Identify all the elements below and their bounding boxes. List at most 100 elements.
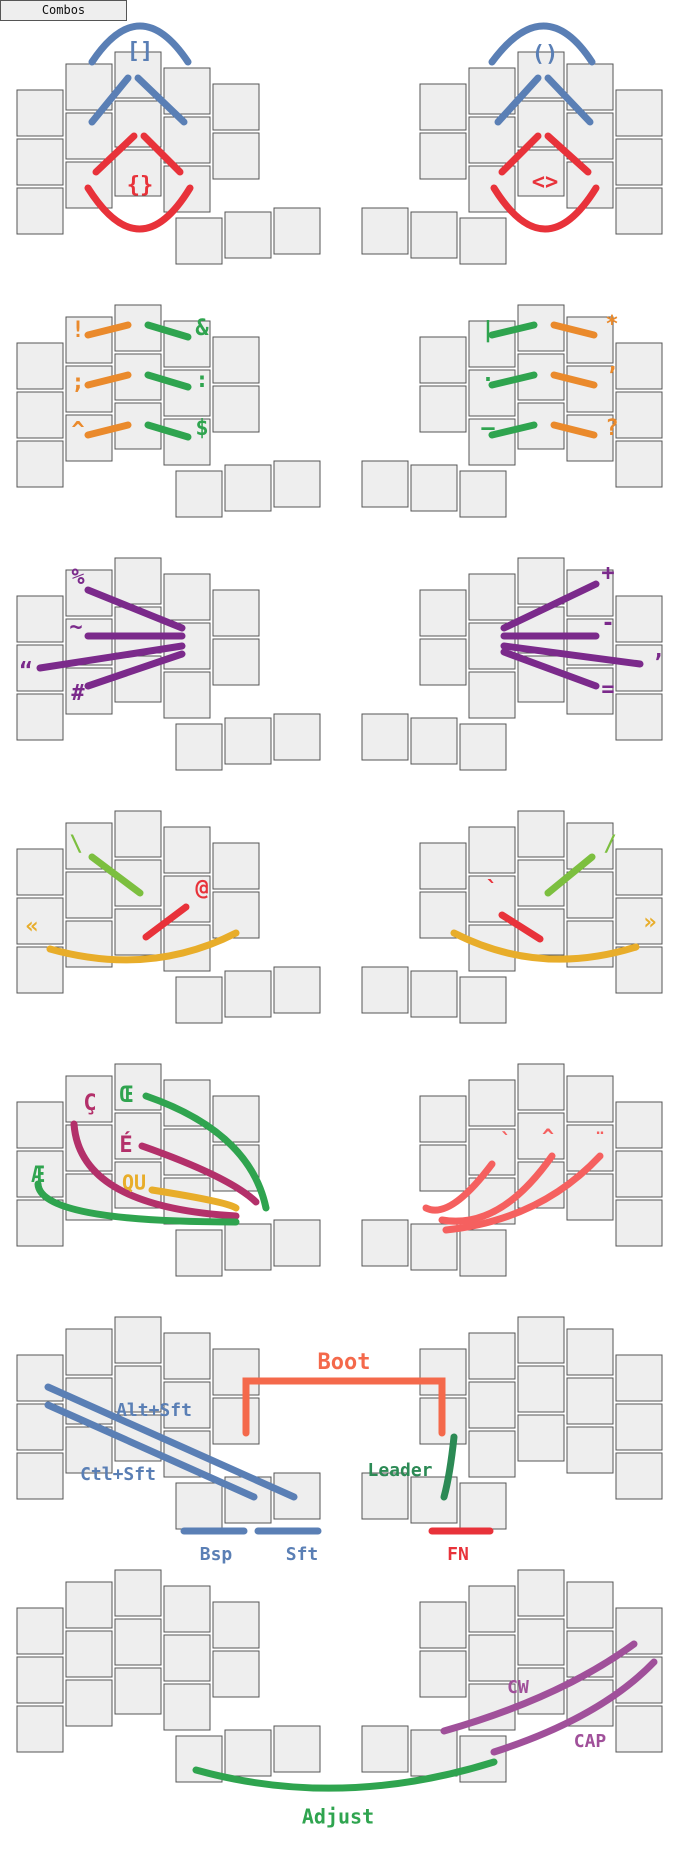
- arc-slash: [544, 853, 596, 897]
- key-right-p1-c3-r0: [566, 316, 614, 364]
- label-cedilla: Ç: [83, 1091, 96, 1116]
- key-right-p2-c4-r0: [615, 595, 663, 643]
- key-right-p2-c1-r2: [468, 671, 516, 719]
- key-right-p2-c0-r1: [419, 638, 467, 686]
- arc-parens-top-right: [488, 22, 596, 66]
- label-plus: +: [601, 561, 614, 586]
- label-oe: Œ: [119, 1083, 133, 1108]
- key-left-p0-c3-r1: [163, 116, 211, 164]
- arc-amp: [144, 321, 192, 341]
- thumb-key-right-p0-1: [410, 211, 458, 259]
- key-right-p6-c0-r1: [419, 1650, 467, 1698]
- thumb-key-right-p3-1: [410, 970, 458, 1018]
- key-left-p6-c0-r1: [16, 1656, 64, 1704]
- arc-rsquo: [500, 642, 644, 668]
- key-right-p1-c0-r0: [419, 336, 467, 384]
- key-left-p6-c2-r0: [114, 1569, 162, 1617]
- key-left-p0-c0-r1: [16, 138, 64, 186]
- label-slash: /: [603, 832, 616, 857]
- thumb-key-left-p1-1: [224, 464, 272, 512]
- key-right-p3-c1-r0: [468, 826, 516, 874]
- key-right-p0-c1-r1: [468, 116, 516, 164]
- key-left-p3-c1-r1: [65, 871, 113, 919]
- arc-colon: [144, 371, 192, 391]
- arc-backslash: [88, 853, 144, 897]
- label-tilde: ~: [69, 615, 82, 640]
- arc-braces-x-left: [92, 132, 184, 176]
- thumb-key-right-p1-2: [459, 470, 507, 518]
- arc-diaeresis: [442, 1152, 604, 1234]
- key-right-p4-c1-r0: [468, 1079, 516, 1127]
- label-dollar: $: [195, 416, 208, 441]
- arc-raquo: [450, 929, 640, 963]
- key-right-p3-c3-r1: [566, 871, 614, 919]
- label-backslash: \: [69, 832, 82, 857]
- arc-parens-x-right: [494, 74, 594, 126]
- key-right-p6-c2-r1: [517, 1618, 565, 1666]
- combos-tab[interactable]: Combos: [0, 0, 127, 21]
- key-left-p1-c3-r2: [163, 418, 211, 466]
- label-ldquo: “: [19, 659, 32, 684]
- key-left-p6-c2-r2: [114, 1667, 162, 1715]
- arc-grave: [498, 911, 544, 943]
- arc-braces-bottom-left: [84, 184, 194, 233]
- thumb-key-left-p4-0: [175, 1229, 223, 1277]
- key-right-p2-c4-r2: [615, 693, 663, 741]
- label-star: *: [605, 312, 618, 337]
- arc-dollar: [144, 421, 192, 441]
- arc-dash: [488, 421, 538, 439]
- arc-grave-accent: [422, 1160, 496, 1214]
- thumb-key-right-p4-0: [361, 1219, 409, 1267]
- key-right-p1-c0-r1: [419, 385, 467, 433]
- key-left-p3-c0-r0: [16, 848, 64, 896]
- thumb-key-left-p4-2: [273, 1219, 321, 1267]
- key-left-p5-c2-r0: [114, 1316, 162, 1364]
- key-left-p5-c1-r0: [65, 1328, 113, 1376]
- key-right-p5-c3-r2: [566, 1426, 614, 1474]
- keyboard-keys: [16, 51, 663, 1783]
- key-right-p4-c3-r1: [566, 1124, 614, 1172]
- label-equals: =: [601, 677, 614, 702]
- key-left-p1-c4-r0: [212, 336, 260, 384]
- arc-caps-lock: [490, 1658, 658, 1756]
- arc-apos: [550, 371, 598, 389]
- arc-semi: [84, 371, 132, 389]
- thumb-key-left-p4-1: [224, 1223, 272, 1271]
- thumb-key-left-p6-2: [273, 1725, 321, 1773]
- thumb-key-right-p6-0: [361, 1725, 409, 1773]
- label-eacute: É: [119, 1132, 132, 1158]
- key-left-p0-c2-r1: [114, 100, 162, 148]
- thumb-key-right-p5-2: [459, 1482, 507, 1530]
- key-left-p6-c3-r0: [163, 1585, 211, 1633]
- key-left-p0-c2-r2: [114, 149, 162, 197]
- arc-percent: [84, 586, 186, 632]
- key-left-p3-c2-r0: [114, 810, 162, 858]
- thumb-key-left-p5-0: [175, 1482, 223, 1530]
- key-right-p1-c3-r2: [566, 414, 614, 462]
- key-left-p1-c4-r1: [212, 385, 260, 433]
- arc-dot: [488, 371, 538, 389]
- arc-question: [550, 421, 598, 439]
- label-caps-word: CW: [507, 1677, 529, 1698]
- arc-angle-bottom-right: [490, 184, 600, 233]
- key-left-p3-c3-r0: [163, 826, 211, 874]
- arc-caret: [84, 421, 132, 439]
- thumb-key-left-p3-2: [273, 966, 321, 1014]
- arc-excl: [84, 321, 132, 339]
- label-fn: FN: [447, 1544, 469, 1565]
- arc-cedilla: [70, 1120, 240, 1220]
- key-left-p2-c3-r0: [163, 573, 211, 621]
- key-left-p1-c1-r1: [65, 365, 113, 413]
- key-right-p3-c4-r1: [615, 897, 663, 945]
- key-left-p0-c0-r2: [16, 187, 64, 235]
- thumb-key-left-p0-1: [224, 211, 272, 259]
- thumb-key-left-p2-2: [273, 713, 321, 761]
- label-rsquo: ’: [651, 651, 664, 676]
- arc-plus: [500, 580, 600, 632]
- key-left-p3-c0-r2: [16, 946, 64, 994]
- key-left-p5-c4-r1: [212, 1397, 260, 1445]
- arc-alt-sft: [44, 1383, 298, 1501]
- key-right-p3-c0-r0: [419, 842, 467, 890]
- arc-ae: [34, 1180, 240, 1226]
- label-qu: QU: [122, 1171, 146, 1195]
